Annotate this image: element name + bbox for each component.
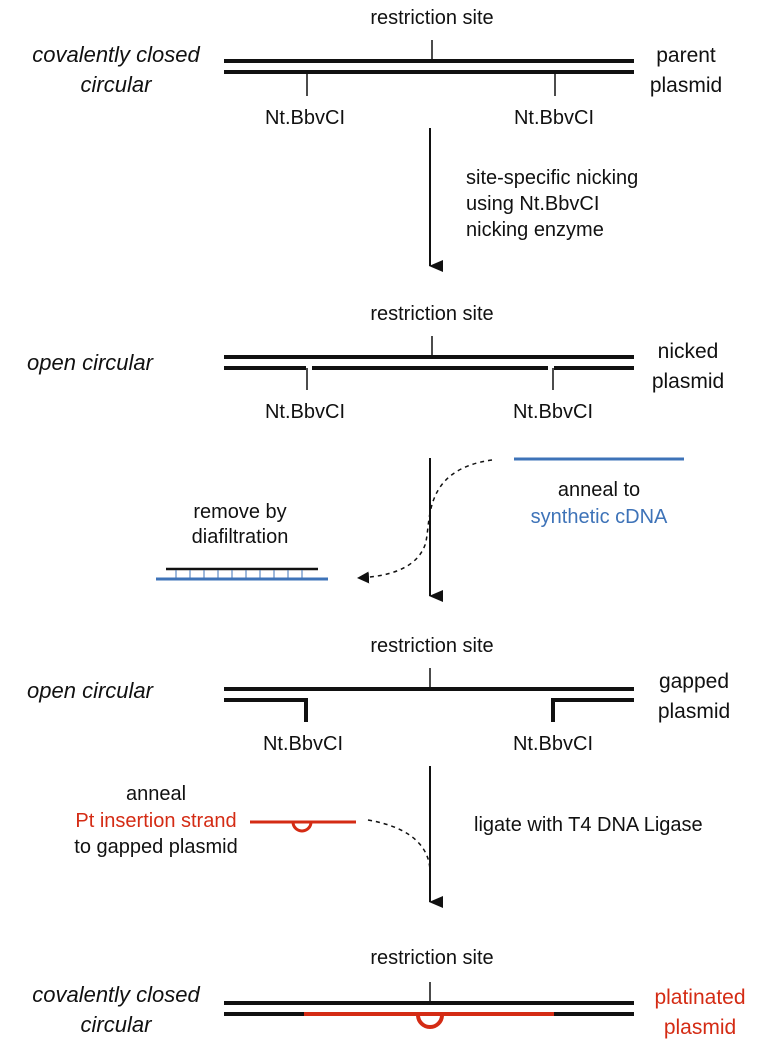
dashed-flow-arrow-remove (357, 459, 493, 584)
restriction-site-label: restriction site (370, 947, 493, 969)
nick-site-label-right: Nt.BbvCI (513, 401, 593, 423)
form-label-line2: circular (81, 72, 154, 97)
step-anneal-remove: anneal to synthetic cDNA remove by diafi… (156, 457, 684, 602)
anneal-text-line3: to gapped plasmid (74, 836, 237, 858)
plasmid-label-line2: plasmid (652, 370, 724, 393)
restriction-site-label: restriction site (370, 303, 493, 325)
anneal-text-line1: anneal (126, 783, 186, 805)
synthetic-cdna-label: synthetic cDNA (531, 506, 668, 528)
step-text-line2: using Nt.BbvCI (466, 193, 599, 215)
nick-site-label-right: Nt.BbvCI (514, 107, 594, 129)
plasmid-label-line2: plasmid (658, 700, 730, 723)
stage-platinated-plasmid: restriction site covalently closed circu… (32, 947, 745, 1039)
restriction-site-label: restriction site (370, 7, 493, 29)
anneal-text-line1: anneal to (558, 479, 640, 501)
dashed-flow-arrow-insert (367, 819, 431, 873)
remove-text-line1: remove by (193, 501, 286, 523)
step-anneal-ligate: anneal Pt insertion strand to gapped pla… (74, 766, 703, 908)
nick-site-label-left: Nt.BbvCI (265, 107, 345, 129)
ligate-text: ligate with T4 DNA Ligase (474, 814, 703, 836)
nick-site-label-left: Nt.BbvCI (265, 401, 345, 423)
bottom-strand-right-end (551, 698, 634, 722)
restriction-site-label: restriction site (370, 635, 493, 657)
stage-nicked-plasmid: restriction site open circular nicked pl… (27, 303, 724, 423)
plasmid-label-line2: plasmid (664, 1016, 736, 1039)
nick-site-label-left: Nt.BbvCI (263, 733, 343, 755)
plasmid-label-line1: nicked (658, 340, 719, 363)
annealed-duplex-icon (156, 567, 328, 581)
form-label-line2: circular (81, 1012, 154, 1037)
platinum-adduct-loop (416, 1014, 444, 1029)
remove-text-line2: diafiltration (192, 526, 289, 548)
form-label: open circular (27, 678, 155, 703)
step-text-line1: site-specific nicking (466, 167, 638, 189)
stage-parent-plasmid: restriction site covalently closed circu… (32, 7, 722, 129)
form-label-line1: covalently closed (32, 42, 200, 67)
step-text-line3: nicking enzyme (466, 219, 604, 241)
plasmid-label-line1: parent (656, 44, 716, 67)
step-nicking: site-specific nicking using Nt.BbvCI nic… (429, 128, 638, 272)
bottom-strand-left-end (224, 698, 308, 722)
plasmid-label-line2: plasmid (650, 74, 722, 97)
form-label-line1: covalently closed (32, 982, 200, 1007)
form-label: open circular (27, 350, 155, 375)
plasmid-label-line1: platinated (654, 986, 745, 1009)
pt-insertion-strand-label: Pt insertion strand (75, 810, 236, 832)
pt-insertion-strand-icon (250, 820, 356, 833)
plasmid-label-line1: gapped (659, 670, 729, 693)
stage-gapped-plasmid: restriction site open circular gapped pl… (27, 635, 730, 755)
nick-site-label-right: Nt.BbvCI (513, 733, 593, 755)
